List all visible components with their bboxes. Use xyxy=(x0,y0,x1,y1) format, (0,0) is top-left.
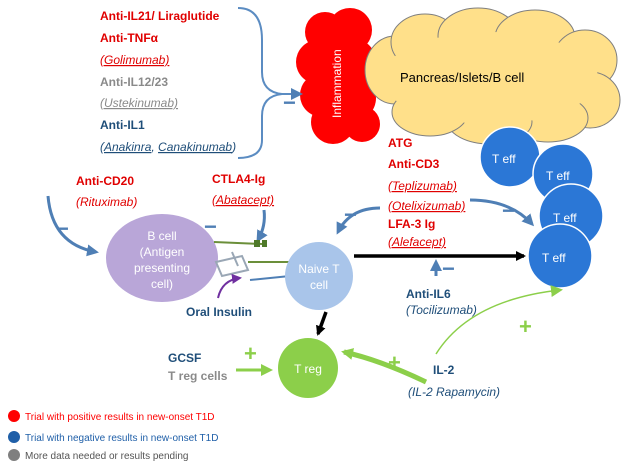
gcsf-plus: + xyxy=(244,341,257,366)
pancreas-label: Pancreas/Islets/B cell xyxy=(400,70,524,85)
oral-insulin-arrow xyxy=(217,273,242,299)
drug-il2: IL-2 xyxy=(433,363,455,377)
il2-plus-right: + xyxy=(519,314,532,339)
drug-ctla4-ig: CTLA4-Ig xyxy=(212,172,265,186)
drug-ustekinumab: (Ustekinumab) xyxy=(100,96,178,110)
b-cell-label-3: presenting xyxy=(134,261,190,275)
legend: Trial with positive results in new-onset… xyxy=(8,410,218,462)
il2-plus-left: + xyxy=(388,350,401,375)
ctla4-arrow xyxy=(256,209,268,243)
naive-t-label-2: cell xyxy=(310,278,328,292)
paren-close: ) xyxy=(230,140,236,154)
legend-label-negative: Trial with negative results in new-onset… xyxy=(25,433,218,444)
drug-otelixizumab: (Otelixizumab) xyxy=(388,199,465,213)
drug-il21-liraglutide: Anti-IL21/ Liraglutide xyxy=(100,9,220,23)
cd3-minus-right: − xyxy=(502,198,515,223)
synapse xyxy=(213,240,291,281)
drug-rituximab: (Rituximab) xyxy=(76,195,137,209)
oral-insulin-label: Oral Insulin xyxy=(186,305,252,319)
cd3-curve-arrow-left xyxy=(336,206,381,235)
drug-anakinra-canakinumab: (Anakinra, Canakinumab) xyxy=(100,140,236,154)
naive-t-label-1: Naive T xyxy=(298,262,340,276)
drug-atg: ATG xyxy=(388,136,412,150)
cd3-minus-left: − xyxy=(344,202,357,227)
drug-teplizumab: (Teplizumab) xyxy=(388,179,457,193)
cd3-curve-arrow-right xyxy=(469,198,535,227)
naive-t-cell xyxy=(285,242,353,310)
b-cell xyxy=(106,214,218,302)
legend-dot-positive xyxy=(8,410,20,422)
drug-anti-il6: Anti-IL6 xyxy=(406,287,451,301)
paren-open: ( xyxy=(100,140,106,154)
inflammation-blob xyxy=(296,8,380,144)
teff-label-2: T eff xyxy=(546,169,570,183)
legend-label-pending: More data needed or results pending xyxy=(25,451,188,462)
il2-to-teff-arrow xyxy=(435,285,563,355)
legend-dot-pending xyxy=(8,449,20,461)
legend-label-positive: Trial with positive results in new-onset… xyxy=(25,412,215,423)
t-reg-label: T reg xyxy=(294,362,322,376)
naive-to-treg-arrow xyxy=(316,311,328,336)
teff-cluster xyxy=(479,126,604,289)
cd20-arrow xyxy=(46,195,99,257)
brace-minus: − xyxy=(283,90,296,115)
drug-golimumab: (Golimumab) xyxy=(100,53,169,67)
teff-label-4: T eff xyxy=(542,251,566,265)
drug-anti-il1: Anti-IL1 xyxy=(100,118,145,132)
drug-gcsf: GCSF xyxy=(168,351,201,365)
teff-label-1: T eff xyxy=(492,152,516,166)
pancreas-cloud-core xyxy=(382,32,598,124)
drug-abatacept: (Abatacept) xyxy=(212,193,274,207)
anakinra: Anakinra xyxy=(103,140,152,154)
inflammation-label: Inflammation xyxy=(330,49,344,118)
drug-anti-il1223: Anti-IL12/23 xyxy=(100,75,168,89)
canakinumab: Canakinumab xyxy=(158,140,232,154)
drug-lfa3-ig: LFA-3 Ig xyxy=(388,217,435,231)
treg-cells-text: T reg cells xyxy=(168,369,228,383)
drug-il2-rapamycin: (IL-2 Rapamycin) xyxy=(408,385,500,399)
teff-label-3: T eff xyxy=(553,211,577,225)
drug-anti-cd3: Anti-CD3 xyxy=(388,157,440,171)
b-cell-label-1: B cell xyxy=(147,229,176,243)
drug-anti-cd20: Anti-CD20 xyxy=(76,174,134,188)
il6-minus: − xyxy=(442,256,455,281)
b-cell-label-4: cell) xyxy=(151,277,173,291)
drug-alefacept: (Alefacept) xyxy=(388,235,446,249)
drug-anti-tnf: Anti-TNFα xyxy=(100,31,159,45)
comma: , xyxy=(151,140,158,154)
il2-to-treg-arrow xyxy=(341,348,428,385)
brace xyxy=(237,7,283,159)
t-reg-cell xyxy=(278,338,338,398)
b-cell-label-2: (Antigen xyxy=(140,245,185,259)
legend-dot-negative xyxy=(8,431,20,443)
drug-tocilizumab: (Tocilizumab) xyxy=(406,303,477,317)
cd20-minus: − xyxy=(56,216,69,241)
drug-treg-cells: T reg cells xyxy=(168,369,228,383)
